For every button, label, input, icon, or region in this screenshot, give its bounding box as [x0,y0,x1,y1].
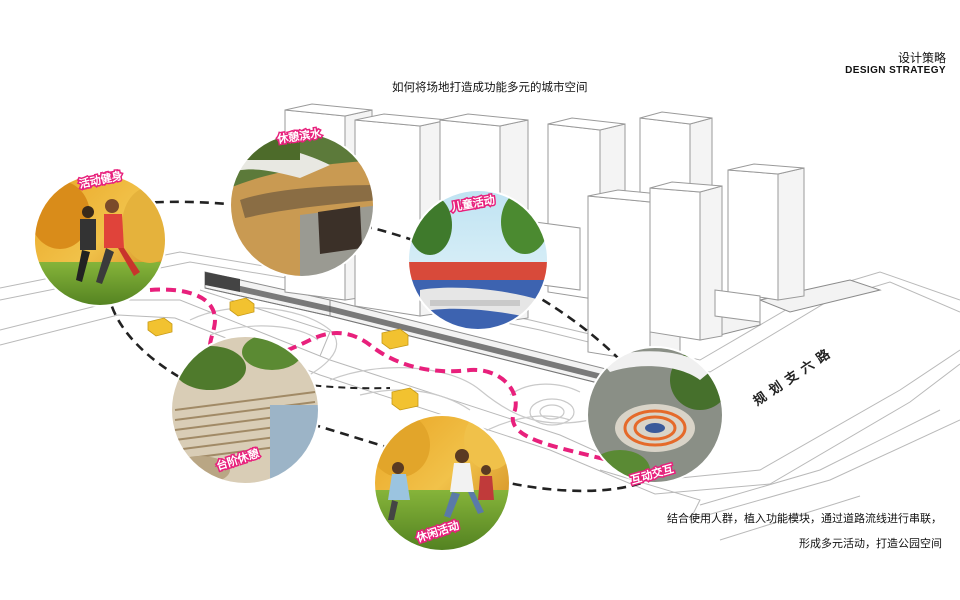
road-name-label: 规划支六路 [750,343,838,409]
conclusion-line-1: 结合使用人群，植入功能模块，通过道路流线进行串联， [667,512,942,525]
podium-wall [205,272,610,382]
photo-leisure-frame [373,414,511,552]
photo-fitness [34,174,166,306]
section-title: 设计策略 [897,51,946,65]
photo-interaction [587,347,723,483]
diagram-headline: 如何将场地打造成功能多元的城市空间 [392,80,588,94]
photo-terrace-frame [170,335,320,485]
function-modules [147,297,419,411]
conclusion-line-2: 形成多元活动，打造公园空间 [799,537,942,550]
site-ground [0,251,960,541]
activity-route [149,287,641,472]
outer-circulation-route [102,200,675,493]
photo-interaction-frame [586,346,724,484]
section-subtitle: DESIGN STRATEGY [845,65,946,76]
photo-fitness-frame [33,173,167,307]
photo-children [408,190,548,330]
photo-waterfront-frame [229,132,375,278]
photo-children-frame [407,189,549,331]
